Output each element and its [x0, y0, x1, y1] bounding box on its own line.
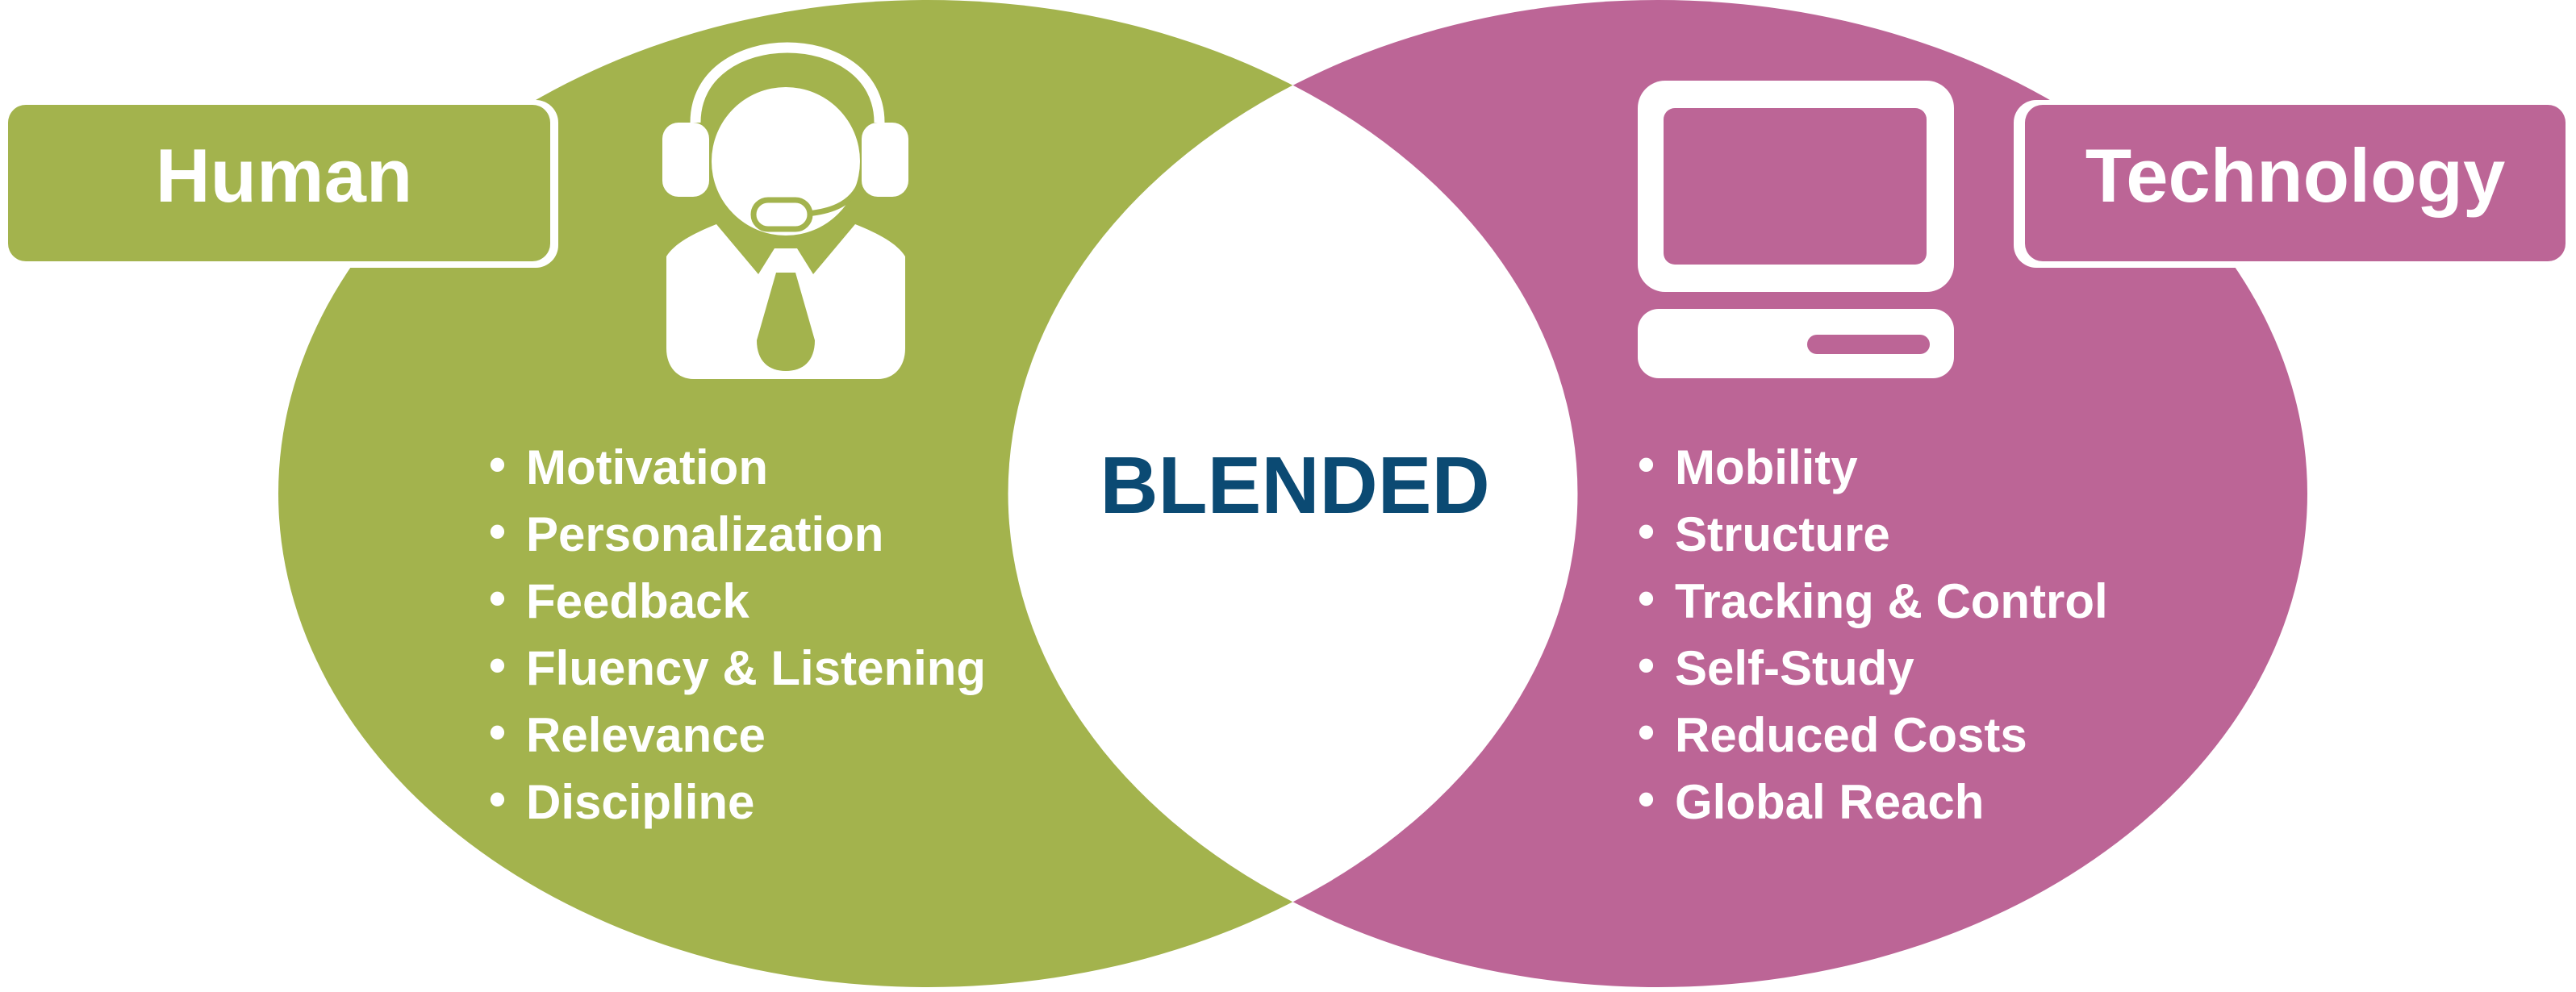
blended-overlap: [1008, 85, 1578, 902]
bullet: •: [1638, 571, 1655, 625]
bullet: •: [489, 705, 506, 759]
technology-item-global-reach: Global Reach: [1675, 775, 1984, 829]
list-item: • Fluency & Listening: [489, 638, 986, 695]
list-item: • Self-Study: [1638, 638, 1914, 695]
technology-item-structure: Structure: [1675, 507, 1890, 561]
bullet: •: [1638, 705, 1655, 759]
bullet: •: [489, 437, 506, 491]
list-item: • Tracking & Control: [1638, 571, 2108, 628]
list-item: • Motivation: [489, 437, 768, 494]
bullet: •: [1638, 504, 1655, 558]
human-item-discipline: Discipline: [526, 775, 754, 829]
list-item: • Structure: [1638, 504, 1890, 561]
technology-item-self-study: Self-Study: [1675, 641, 1914, 695]
bullet: •: [1638, 772, 1655, 826]
human-item-fluency: Fluency & Listening: [526, 641, 986, 695]
bullet: •: [1638, 437, 1655, 491]
human-label-box: Human: [3, 100, 558, 268]
list-item: • Discipline: [489, 772, 754, 829]
bullet: •: [1638, 638, 1655, 692]
human-item-feedback: Feedback: [526, 574, 749, 628]
technology-item-tracking: Tracking & Control: [1675, 574, 2108, 628]
bullet: •: [489, 638, 506, 692]
headset-agent-icon: [662, 42, 908, 379]
technology-label: Technology: [2085, 133, 2506, 218]
technology-list: • Mobility • Structure • Tracking & Cont…: [1638, 437, 2108, 829]
human-list: • Motivation • Personalization • Feedbac…: [489, 437, 986, 829]
human-item-motivation: Motivation: [526, 440, 768, 494]
technology-item-mobility: Mobility: [1675, 440, 1858, 494]
list-item: • Reduced Costs: [1638, 705, 2027, 762]
blended-label: BLENDED: [1100, 440, 1489, 531]
computer-icon: [1638, 81, 1954, 378]
list-item: • Personalization: [489, 504, 883, 561]
human-item-relevance: Relevance: [526, 708, 766, 762]
bullet: •: [489, 571, 506, 625]
list-item: • Feedback: [489, 571, 749, 628]
bullet: •: [489, 772, 506, 826]
human-item-personalization: Personalization: [526, 507, 883, 561]
human-label: Human: [156, 133, 413, 218]
list-item: • Relevance: [489, 705, 766, 762]
bullet: •: [489, 504, 506, 558]
technology-item-reduced-costs: Reduced Costs: [1675, 708, 2027, 762]
technology-label-box: Technology: [2014, 100, 2570, 268]
list-item: • Global Reach: [1638, 772, 1984, 829]
list-item: • Mobility: [1638, 437, 1858, 494]
